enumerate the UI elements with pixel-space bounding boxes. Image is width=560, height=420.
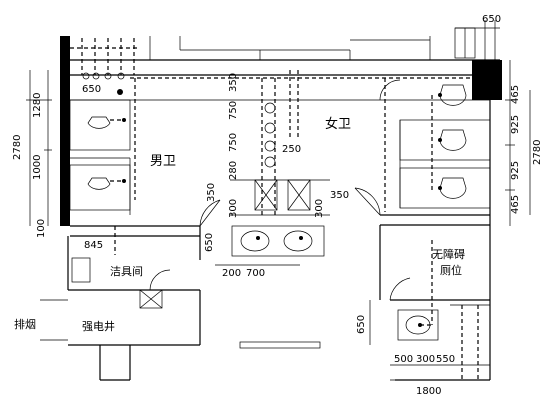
dim-left-100: 100 bbox=[36, 219, 47, 238]
dim-left-845: 845 bbox=[84, 240, 103, 251]
room-label-accessible-1: 无障碍 bbox=[432, 247, 465, 261]
dim-top-right: 650 bbox=[482, 14, 501, 25]
dim-left-2780: 2780 bbox=[12, 135, 23, 160]
dim-mid-350-left: 350 bbox=[206, 183, 217, 202]
room-label-exhaust: 排烟 bbox=[14, 317, 36, 331]
dim-right-465-bottom: 465 bbox=[510, 195, 521, 214]
womens-fixtures bbox=[379, 79, 491, 209]
dim-sink-200: 200 bbox=[222, 268, 241, 279]
janitor-details bbox=[40, 226, 163, 341]
dim-right-925-a: 925 bbox=[510, 115, 521, 134]
dimension-lines bbox=[26, 27, 531, 381]
dim-bottom-550: 550 bbox=[436, 354, 455, 365]
walls bbox=[60, 20, 502, 381]
dim-right-465-top: 465 bbox=[510, 85, 521, 104]
dim-mid-750-a: 750 bbox=[228, 101, 239, 120]
mens-fixtures bbox=[69, 99, 131, 215]
dim-sink-700: 700 bbox=[246, 268, 265, 279]
dim-mid-650: 650 bbox=[204, 233, 215, 252]
dim-mid-250: 250 bbox=[282, 144, 301, 155]
dim-bottom-650: 650 bbox=[356, 315, 367, 334]
room-label-electric: 强电井 bbox=[82, 319, 115, 333]
sink-counter bbox=[231, 225, 325, 257]
dim-bottom-1800: 1800 bbox=[416, 386, 441, 397]
central-shaft bbox=[230, 70, 330, 216]
supply-main bbox=[70, 77, 490, 212]
dim-right-2780: 2780 bbox=[532, 140, 543, 165]
accessible-fixtures bbox=[397, 240, 490, 380]
dim-left-1280: 1280 bbox=[32, 93, 43, 118]
room-label-mens: 男卫 bbox=[150, 154, 176, 169]
dim-right-925-b: 925 bbox=[510, 161, 521, 180]
dim-left-1000: 1000 bbox=[32, 155, 43, 180]
doors bbox=[149, 187, 411, 301]
dim-mid-280: 280 bbox=[228, 161, 239, 180]
dim-mid-750-b: 750 bbox=[228, 133, 239, 152]
dim-mid-300-right: 300 bbox=[314, 199, 325, 218]
left-wall-solid bbox=[60, 36, 70, 226]
supply-pipes-top bbox=[70, 38, 140, 95]
dim-bottom-300: 300 bbox=[416, 354, 435, 365]
dim-mid-350-right: 350 bbox=[330, 190, 349, 201]
dim-mid-350-top: 350 bbox=[228, 73, 239, 92]
room-label-womens: 女卫 bbox=[325, 116, 351, 132]
room-label-accessible-2: 厕位 bbox=[440, 263, 462, 277]
right-column bbox=[472, 60, 502, 100]
dim-bottom-500: 500 bbox=[394, 354, 413, 365]
dim-left-650-top: 650 bbox=[82, 84, 101, 95]
dim-mid-300-left: 300 bbox=[228, 199, 239, 218]
room-label-janitor: 洁具间 bbox=[110, 265, 143, 278]
